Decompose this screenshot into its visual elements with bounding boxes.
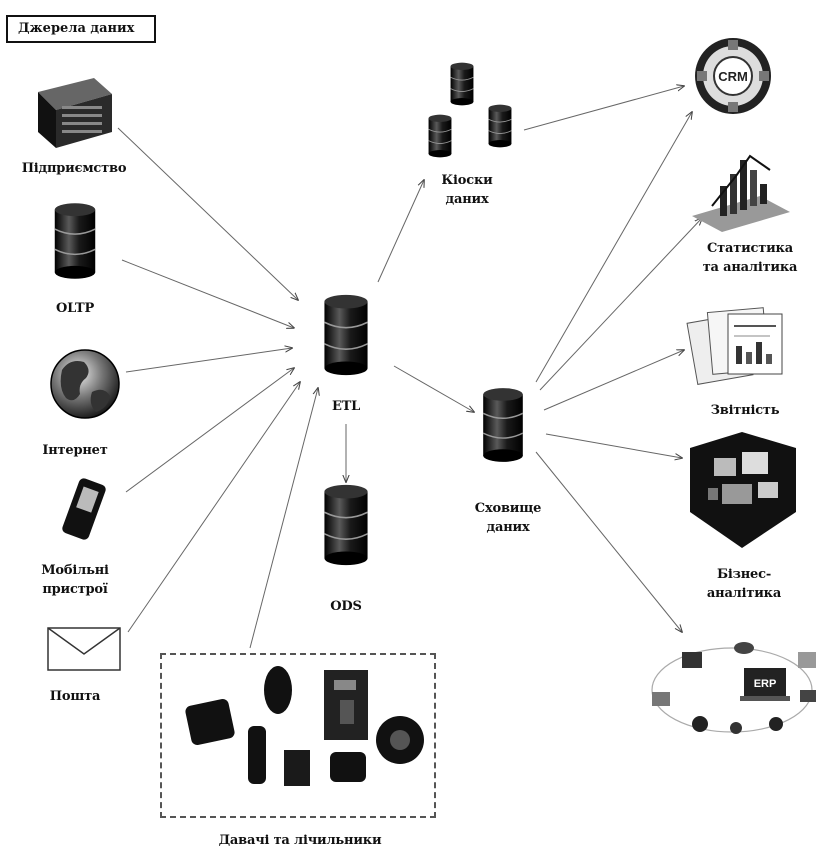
arrow-warehouse-crm <box>535 112 692 383</box>
arrow-mobile-etl <box>125 368 294 493</box>
mail-envelope-icon <box>47 627 121 671</box>
reports-icon <box>686 307 783 385</box>
oltp-database-icon <box>54 202 96 280</box>
label-mobile-line1: Мобільні <box>41 563 109 578</box>
sensors-icon <box>185 666 424 786</box>
erp-text: ERP <box>754 678 777 690</box>
label-kiosks: Кіоски даних <box>422 172 512 210</box>
arrow-etl-warehouse <box>393 365 474 412</box>
label-mail: Пошта <box>49 689 101 704</box>
enterprise-icon <box>38 78 112 148</box>
arrow-enterprise-etl <box>117 127 298 300</box>
data-warehouse-icon <box>482 387 524 463</box>
label-warehouse-line2: даних <box>486 519 530 535</box>
arrow-internet-etl <box>125 348 292 373</box>
label-mobile-line2: пристрої <box>42 581 108 597</box>
arrow-kiosks-crm <box>523 86 684 131</box>
arrow-mail-etl <box>127 382 300 633</box>
arrow-etl-kiosks <box>377 180 424 283</box>
label-bi-line1: Бізнес- <box>716 567 772 582</box>
label-internet: Інтернет <box>42 443 108 458</box>
label-business-analytics: Бізнес- аналітика <box>684 566 804 604</box>
label-mobile-devices: Мобільні пристрої <box>20 562 130 600</box>
diagram-title: Джерела даних <box>6 15 156 43</box>
label-statistics: Статистика та аналітика <box>690 240 810 278</box>
mobile-device-icon <box>62 478 106 540</box>
label-enterprise: Підприємство <box>21 161 127 176</box>
arrow-oltp-etl <box>121 259 294 328</box>
label-warehouse-line1: Сховище <box>474 501 542 516</box>
arrow-warehouse-reports <box>543 350 684 411</box>
ods-database-icon <box>323 484 369 566</box>
crm-icon: CRM <box>695 38 771 114</box>
flow-arrows <box>117 86 702 649</box>
label-kiosks-line1: Кіоски <box>441 173 493 188</box>
label-statistics-line2: та аналітика <box>702 259 798 275</box>
label-kiosks-line2: даних <box>445 191 489 207</box>
label-etl: ETL <box>331 399 361 414</box>
label-reports: Звітність <box>710 403 780 418</box>
erp-icon: ERP <box>651 642 816 734</box>
arrow-warehouse-erp <box>535 451 682 632</box>
globe-icon <box>50 349 120 419</box>
label-warehouse: Сховище даних <box>458 500 558 538</box>
arrow-warehouse-bi <box>545 433 682 458</box>
label-oltp: OLTP <box>55 301 95 316</box>
business-analytics-icon <box>690 432 796 548</box>
crm-text: CRM <box>718 69 748 84</box>
etl-database-icon <box>323 294 369 376</box>
label-ods: ODS <box>330 599 362 614</box>
label-statistics-line1: Статистика <box>707 241 793 256</box>
sensors-frame <box>160 653 436 818</box>
arrow-sensors-etl <box>249 388 318 649</box>
statistics-icon <box>692 154 790 232</box>
label-sensors: Давачі та лічильники <box>218 833 382 848</box>
arrow-warehouse-stats <box>539 218 702 391</box>
label-bi-line2: аналітика <box>706 585 782 601</box>
data-kiosks-icon <box>428 62 512 158</box>
